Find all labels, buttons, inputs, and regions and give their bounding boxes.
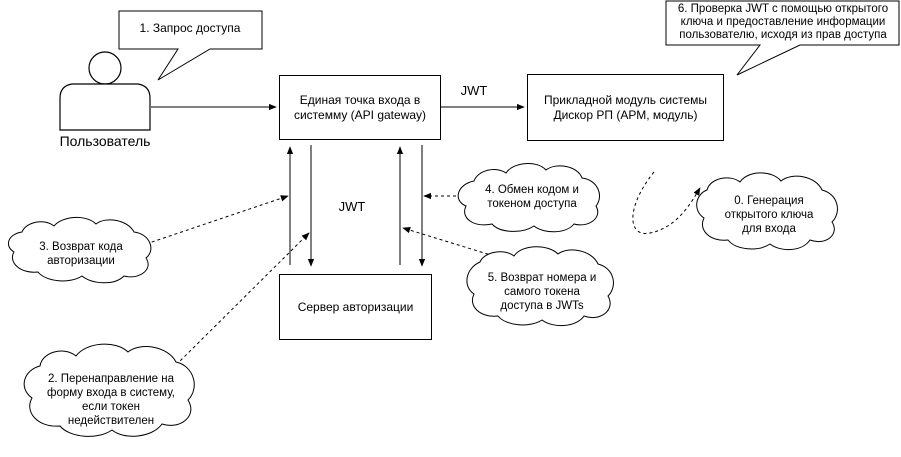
cloud5-line-3: доступа в JWTs bbox=[500, 300, 584, 312]
cloud2-pointer bbox=[175, 232, 310, 366]
gateway-box: Единая точка входа в системму (API gatew… bbox=[279, 75, 441, 140]
jwt-check-line-2: ключа и предоставление информации bbox=[680, 16, 886, 28]
jwt-check-line-1: 6. Проверка JWT с помощью открытого bbox=[677, 3, 889, 15]
jwt-check-text: 6. Проверка JWT с помощью открытого ключ… bbox=[668, 3, 898, 42]
cloud4-line-2: токеном доступа bbox=[487, 198, 577, 210]
cloud5-line-1: 5. Возврат номера и bbox=[487, 272, 597, 284]
jwt-edge-label-top: JWT bbox=[460, 83, 488, 98]
cloud5-line-2: самого токена bbox=[504, 286, 580, 298]
cloud0-line-2: открытого ключа bbox=[724, 209, 814, 221]
app-module-box: Прикладной модуль системы Дискор РП (АРМ… bbox=[527, 74, 724, 141]
auth-server-box: Сервер авторизации bbox=[279, 274, 432, 340]
cloud2-line-4: недействителен bbox=[67, 415, 155, 427]
access-request-callout bbox=[118, 10, 263, 81]
jwt-check-line-3: пользователю, исходя из прав доступа bbox=[679, 29, 887, 41]
cloud4-text: 4. Обмен кодом и токеном доступа bbox=[468, 183, 596, 211]
cloud0-line-1: 0. Генерация bbox=[734, 195, 804, 207]
gateway-box-line-2: системму (API gateway) bbox=[293, 107, 427, 122]
cloud3-line-1: 3. Возврат кода bbox=[39, 241, 123, 253]
access-request-text: 1. Запрос доступа bbox=[139, 21, 241, 35]
app-module-box-line-1: Прикладной модуль системы bbox=[543, 92, 707, 107]
cloud-code-token-exchange bbox=[457, 163, 600, 233]
jwt-check-callout bbox=[665, 0, 900, 76]
cloud5-text: 5. Возврат номера и самого токена доступ… bbox=[476, 271, 608, 313]
auth-server-box-label: Сервер авторизации bbox=[297, 299, 414, 314]
cloud4-line-1: 4. Обмен кодом и bbox=[485, 184, 579, 196]
app-module-box-line-2: Дискор РП (АРМ, модуль) bbox=[553, 107, 698, 122]
cloud3-pointer bbox=[145, 195, 289, 245]
cloud2-line-3: если токен bbox=[82, 401, 140, 413]
cloud2-text: 2. Перенаправление на форму входа в сист… bbox=[30, 372, 192, 428]
cloud2-line-1: 2. Перенаправление на bbox=[47, 373, 175, 385]
key-generation-curve-arrow bbox=[632, 171, 701, 234]
gateway-box-line-1: Единая точка входа в bbox=[299, 92, 421, 107]
user-icon bbox=[59, 51, 151, 131]
cloud-redirect bbox=[23, 343, 195, 437]
cloud-key-generation bbox=[696, 172, 838, 250]
cloud3-line-2: авторизации bbox=[47, 255, 115, 267]
cloud2-line-2: форму входа в систему, bbox=[47, 387, 175, 399]
cloud3-text: 3. Возврат кода авторизации bbox=[16, 240, 146, 268]
cloud5-pointer bbox=[402, 227, 495, 257]
jwt-edge-label-vertical: JWT bbox=[338, 199, 366, 214]
actor-label: Пользователь bbox=[59, 133, 151, 149]
cloud-token-return bbox=[466, 246, 614, 326]
cloud-auth-code-return bbox=[7, 217, 152, 284]
cloud0-text: 0. Генерация открытого ключа для входа bbox=[706, 194, 832, 236]
cloud0-line-3: для входа bbox=[742, 223, 796, 235]
